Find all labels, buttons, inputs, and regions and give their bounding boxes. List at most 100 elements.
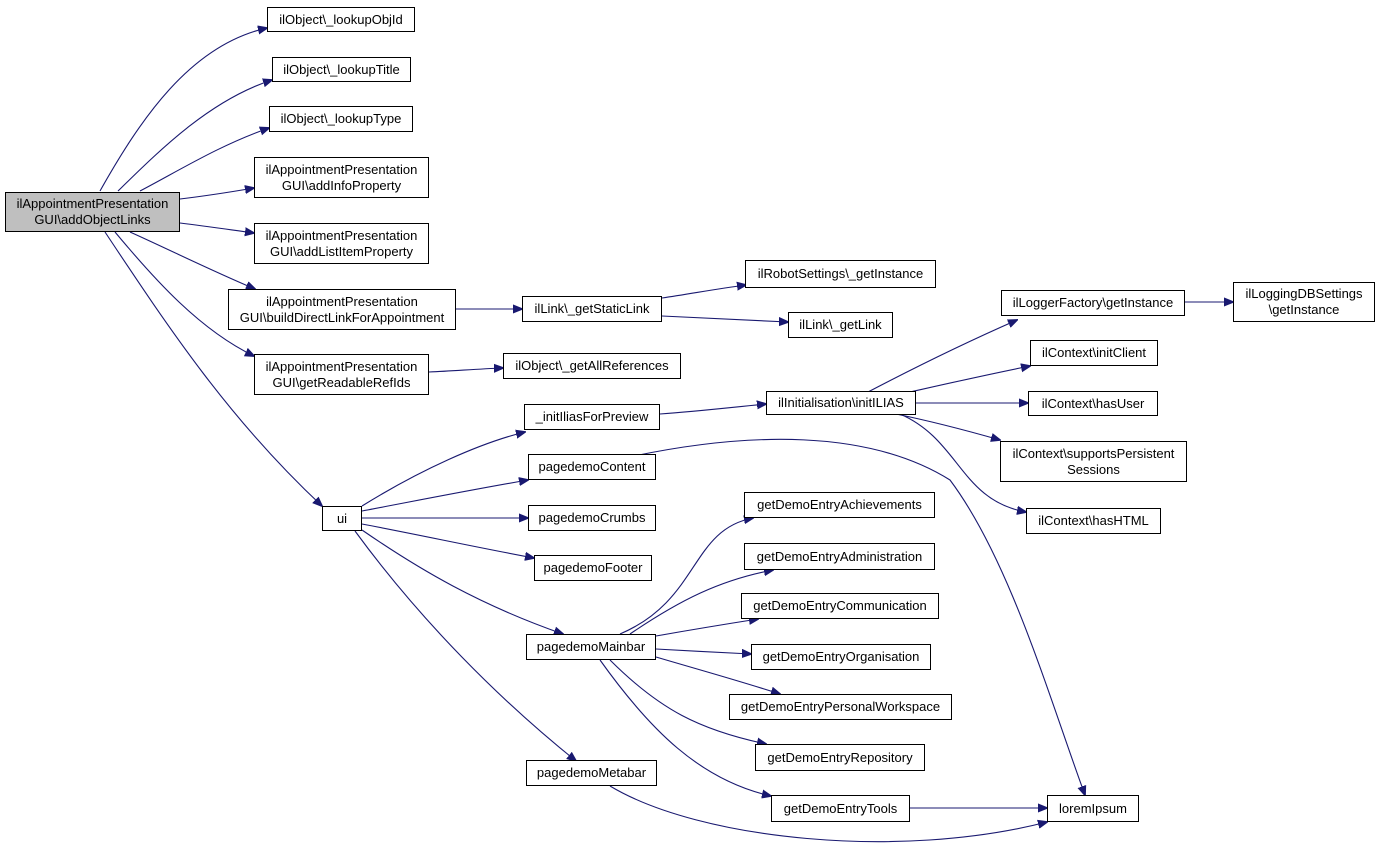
edge-getStaticLink-getLink (661, 315, 788, 322)
node-organisation-label: getDemoEntryOrganisation (762, 649, 920, 664)
node-getLink-label: ilLink\_getLink (799, 317, 882, 332)
node-pagedemoCrumbs[interactable]: pagedemoCrumbs (528, 505, 656, 531)
node-pagedemoMainbar-label: pagedemoMainbar (536, 639, 646, 654)
node-hasUser[interactable]: ilContext\hasUser (1028, 391, 1158, 416)
edge-ui-pagedemoContent (361, 480, 528, 512)
node-lookupTitle-label: ilObject\_lookupTitle (283, 61, 400, 77)
node-pagedemoCrumbs-label: pagedemoCrumbs (538, 510, 646, 525)
node-loggingDBGetInstance-label: ilLoggingDBSettings \getInstance (1245, 286, 1363, 317)
node-lookupObjId[interactable]: ilObject\_lookupObjId (267, 7, 415, 32)
node-initILIAS[interactable]: ilInitialisation\initILIAS (766, 391, 916, 415)
node-achievements-label: getDemoEntryAchievements (757, 497, 922, 512)
node-pagedemoFooter-label: pagedemoFooter (543, 560, 643, 575)
node-pagedemoMainbar[interactable]: pagedemoMainbar (526, 634, 656, 660)
node-pagedemoContent-label: pagedemoContent (538, 459, 646, 474)
node-tools[interactable]: getDemoEntryTools (771, 795, 910, 822)
node-getStaticLink[interactable]: ilLink\_getStaticLink (522, 296, 662, 322)
node-loremIpsum[interactable]: loremIpsum (1047, 795, 1139, 822)
node-addListItemProperty-label: ilAppointmentPresentation GUI\addListIte… (265, 227, 418, 259)
edge-root-getReadableRefIds (114, 231, 254, 356)
node-communication-label: getDemoEntryCommunication (753, 598, 927, 613)
node-ui-label: ui (336, 510, 348, 526)
node-buildDirectLink-label: ilAppointmentPresentation GUI\buildDirec… (239, 293, 445, 325)
node-getAllReferences-label: ilObject\_getAllReferences (515, 358, 669, 373)
node-hasHTML[interactable]: ilContext\hasHTML (1026, 508, 1161, 534)
node-root-label: ilAppointmentPresentation GUI\addObjectL… (16, 196, 169, 227)
node-initILIAS-label: ilInitialisation\initILIAS (778, 395, 904, 410)
node-tools-label: getDemoEntryTools (783, 800, 898, 816)
node-lookupTitle[interactable]: ilObject\_lookupTitle (272, 57, 411, 82)
node-getReadableRefIds-label: ilAppointmentPresentation GUI\getReadabl… (265, 358, 418, 390)
node-personalWorkspace-label: getDemoEntryPersonalWorkspace (740, 699, 941, 714)
node-achievements[interactable]: getDemoEntryAchievements (744, 492, 935, 518)
edge-initILIAS-loremIpsum (619, 438, 1085, 795)
edge-root-ui (104, 231, 322, 506)
edge-initILIAS-hasHTML (899, 413, 1026, 512)
node-initIlias[interactable]: _initIliasForPreview (524, 404, 660, 430)
node-lookupType[interactable]: ilObject\_lookupType (269, 106, 413, 132)
edge-mainbar-personalWorkspace (655, 656, 780, 694)
node-getStaticLink-label: ilLink\_getStaticLink (534, 301, 650, 316)
edge-root-buildDirectLink (129, 231, 255, 289)
node-organisation[interactable]: getDemoEntryOrganisation (751, 644, 931, 670)
node-getReadableRefIds[interactable]: ilAppointmentPresentation GUI\getReadabl… (254, 354, 429, 395)
node-getLink[interactable]: ilLink\_getLink (788, 312, 893, 338)
edge-mainbar-repository (609, 659, 766, 744)
node-loggerGetInstance[interactable]: ilLoggerFactory\getInstance (1001, 290, 1185, 316)
node-communication[interactable]: getDemoEntryCommunication (741, 593, 939, 619)
node-robotGetInstance[interactable]: ilRobotSettings\_getInstance (745, 260, 936, 288)
edge-root-lookupType (139, 128, 269, 192)
node-loremIpsum-label: loremIpsum (1059, 800, 1127, 816)
edge-root-addInfoProperty (179, 188, 254, 200)
edge-root-addListItemProperty (179, 222, 254, 233)
edge-mainbar-communication (655, 619, 758, 637)
node-addInfoProperty[interactable]: ilAppointmentPresentation GUI\addInfoPro… (254, 157, 429, 198)
edge-initILIAS-initClient (909, 366, 1030, 393)
edge-getStaticLink-robotGetInstance (661, 285, 746, 299)
edge-ui-initIlias (361, 432, 525, 507)
edge-ui-pagedemoMetabar (354, 530, 576, 761)
edge-root-lookupTitle (117, 80, 272, 192)
node-initClient[interactable]: ilContext\initClient (1030, 340, 1158, 366)
edge-root-lookupObjId (99, 28, 267, 192)
node-ui[interactable]: ui (322, 506, 362, 531)
node-pagedemoFooter[interactable]: pagedemoFooter (534, 555, 652, 581)
node-loggerGetInstance-label: ilLoggerFactory\getInstance (1012, 295, 1174, 310)
node-lookupType-label: ilObject\_lookupType (280, 111, 402, 126)
node-loggingDBGetInstance[interactable]: ilLoggingDBSettings \getInstance (1233, 282, 1375, 322)
edge-ui-pagedemoMainbar (361, 529, 563, 634)
node-root[interactable]: ilAppointmentPresentation GUI\addObjectL… (5, 192, 180, 232)
node-administration[interactable]: getDemoEntryAdministration (744, 543, 935, 570)
node-initClient-label: ilContext\initClient (1041, 345, 1147, 360)
edge-ui-pagedemoFooter (361, 523, 534, 558)
edge-mainbar-organisation (655, 648, 751, 654)
node-administration-label: getDemoEntryAdministration (756, 548, 923, 564)
edge-getReadableRefIds-getAllReferences (428, 368, 503, 372)
edge-initIlias-initILIAS (659, 404, 766, 415)
edge-metabar-loremIpsum (609, 785, 1047, 843)
node-pagedemoMetabar[interactable]: pagedemoMetabar (526, 760, 657, 786)
edge-initILIAS-supportsPersistent (895, 413, 1000, 440)
node-supportsPersistent[interactable]: ilContext\supportsPersistent Sessions (1000, 441, 1187, 482)
edge-mainbar-tools (599, 659, 771, 796)
node-initIlias-label: _initIliasForPreview (535, 409, 649, 424)
node-repository-label: getDemoEntryRepository (767, 749, 913, 765)
node-supportsPersistent-label: ilContext\supportsPersistent Sessions (1012, 445, 1175, 477)
node-addInfoProperty-label: ilAppointmentPresentation GUI\addInfoPro… (265, 161, 418, 193)
node-pagedemoMetabar-label: pagedemoMetabar (536, 765, 647, 780)
edge-mainbar-achievements (619, 518, 753, 635)
node-hasHTML-label: ilContext\hasHTML (1038, 513, 1149, 528)
edge-mainbar-administration (629, 570, 773, 635)
node-getAllReferences[interactable]: ilObject\_getAllReferences (503, 353, 681, 379)
node-repository[interactable]: getDemoEntryRepository (755, 744, 925, 771)
node-addListItemProperty[interactable]: ilAppointmentPresentation GUI\addListIte… (254, 223, 429, 264)
node-buildDirectLink[interactable]: ilAppointmentPresentation GUI\buildDirec… (228, 289, 456, 330)
node-hasUser-label: ilContext\hasUser (1041, 395, 1145, 411)
node-pagedemoContent[interactable]: pagedemoContent (528, 454, 656, 480)
node-personalWorkspace[interactable]: getDemoEntryPersonalWorkspace (729, 694, 952, 720)
edge-initILIAS-loggerGetInstance (867, 320, 1017, 393)
node-lookupObjId-label: ilObject\_lookupObjId (279, 11, 403, 27)
node-robotGetInstance-label: ilRobotSettings\_getInstance (757, 266, 924, 281)
